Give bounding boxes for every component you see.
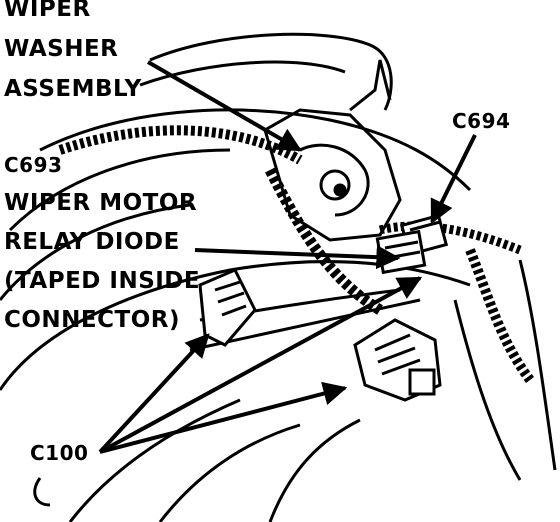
label-assembly: ASSEMBLY: [4, 76, 142, 102]
connector-c100-right: [353, 318, 442, 402]
arrow-c100-left: [98, 333, 210, 454]
arrow-relay-diode: [194, 245, 401, 270]
body-panel-outline: [0, 32, 557, 522]
arrow-c100-center: [99, 276, 423, 454]
label-relay-diode: RELAY DIODE: [4, 229, 180, 255]
leader-arrows: [98, 60, 477, 454]
connector-c693: [375, 229, 427, 275]
label-washer: WASHER: [4, 36, 119, 62]
label-c693: C693: [4, 153, 63, 177]
arrow-c694: [430, 134, 477, 225]
connector-c100-left: [198, 268, 257, 347]
hook-mark: [33, 477, 51, 507]
label-wiper-motor: WIPER MOTOR: [4, 190, 198, 216]
arrow-c100-right: [99, 381, 348, 454]
label-c100: C100: [30, 441, 89, 465]
wiper-washer-housing: [263, 59, 402, 242]
label-taped-inside: (TAPED INSIDE: [4, 268, 201, 294]
arrow-wiper-washer: [146, 60, 303, 152]
label-wiper: WIPER: [4, 0, 91, 22]
label-c694: C694: [452, 109, 511, 133]
label-connector: CONNECTOR): [4, 307, 180, 333]
